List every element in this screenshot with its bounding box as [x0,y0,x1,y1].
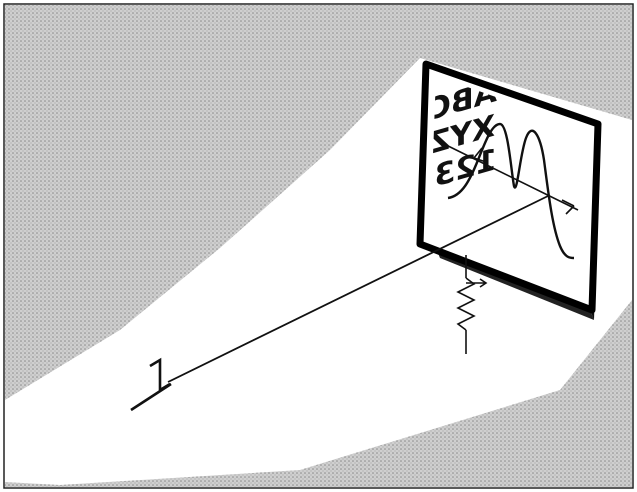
probe-beam-line [167,195,549,383]
screen-axis-line [439,141,579,211]
monitor-frame [416,60,602,314]
resistor-arrow-icon [466,278,488,288]
variable-resistor-icon [456,277,476,331]
arrow-left-icon [473,147,487,163]
waveform-curve [447,122,575,260]
sensor-probe-icon [130,357,172,412]
outer-frame [3,3,634,489]
arrow-right-icon [561,199,575,215]
